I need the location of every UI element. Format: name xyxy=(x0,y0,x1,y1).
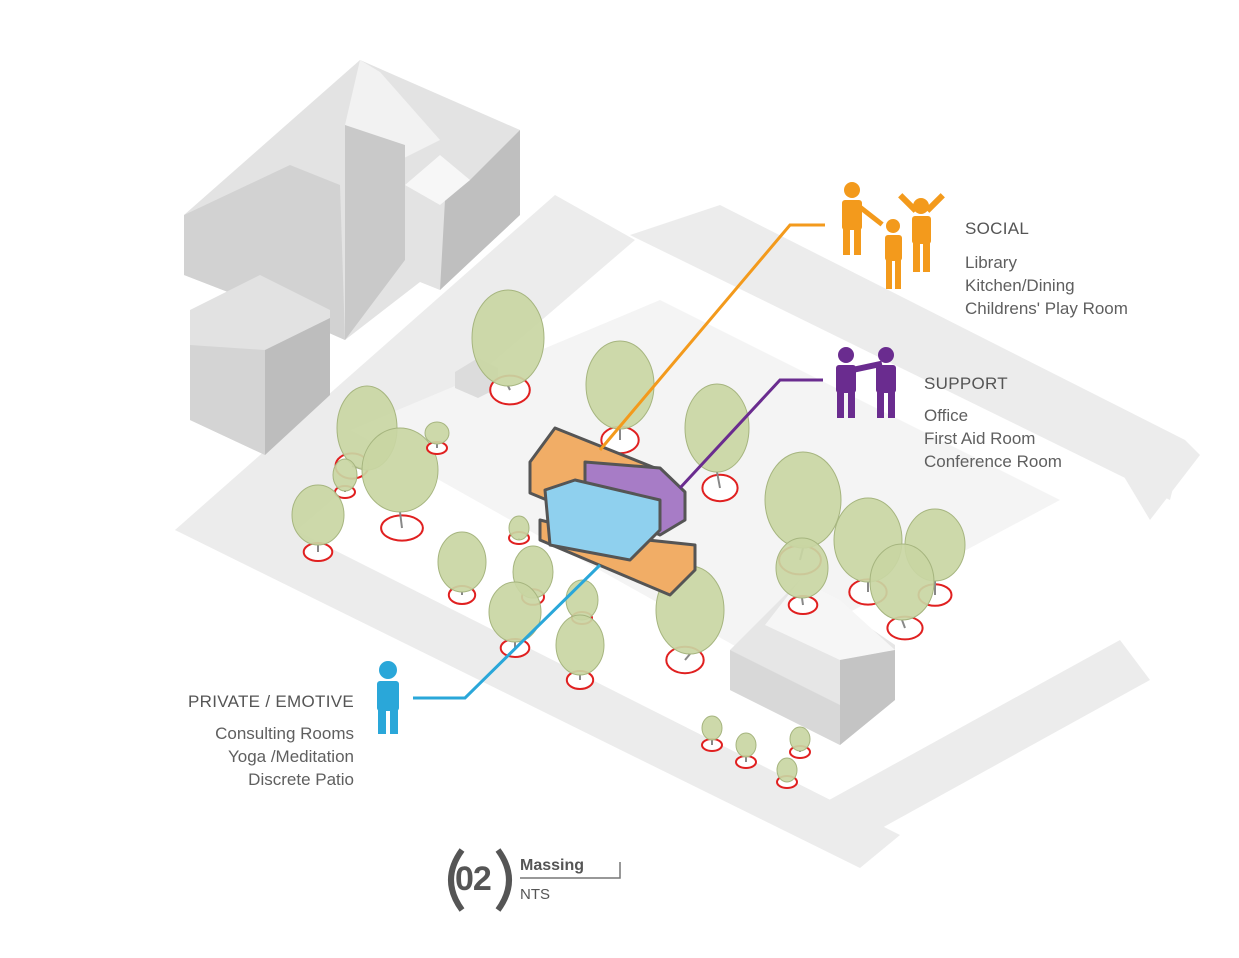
tree-canopy xyxy=(361,427,439,513)
support-item: Conference Room xyxy=(924,452,1062,471)
tree-canopy xyxy=(869,543,935,621)
private-title: PRIVATE / EMOTIVE xyxy=(188,692,354,711)
support-legend: SUPPORT Office First Aid Room Conference… xyxy=(924,374,1062,473)
tree-trunk xyxy=(507,385,511,391)
tree-canopy xyxy=(585,340,655,430)
tree-canopy xyxy=(332,458,358,492)
tree xyxy=(424,421,450,455)
social-leader-line xyxy=(598,223,825,451)
tree-trunk xyxy=(901,619,906,629)
tree-canopy xyxy=(291,484,345,546)
drawing-tag-scale: NTS xyxy=(520,886,550,903)
tree-canopy xyxy=(555,614,605,676)
tree xyxy=(471,289,545,406)
people-pair-icon xyxy=(836,347,896,418)
support-item: Office xyxy=(924,406,969,425)
support-item: First Aid Room xyxy=(924,429,1036,448)
tree xyxy=(789,726,811,759)
tree xyxy=(776,757,798,789)
tree xyxy=(684,383,750,503)
tree-canopy xyxy=(735,732,757,758)
tree-canopy xyxy=(776,757,798,783)
tree xyxy=(291,484,345,562)
tree-canopy xyxy=(508,515,530,541)
tree-canopy xyxy=(471,289,545,387)
support-title: SUPPORT xyxy=(924,374,1008,393)
tree-canopy xyxy=(488,581,542,643)
social-item: Childrens' Play Room xyxy=(965,299,1128,318)
tree-canopy xyxy=(424,421,450,445)
tree-canopy xyxy=(684,383,750,473)
support-leader-line xyxy=(678,378,823,490)
proposed-massing xyxy=(528,426,697,597)
tree xyxy=(508,515,530,545)
leader-lines xyxy=(413,223,825,700)
private-item: Consulting Rooms xyxy=(215,724,354,743)
drawing-tag xyxy=(448,848,621,912)
tree-trunk xyxy=(801,597,804,606)
drawing-tag-number: 02 xyxy=(455,860,492,898)
tag-underline xyxy=(520,862,621,879)
tree xyxy=(775,537,829,615)
tree xyxy=(555,614,605,690)
tree-trunk xyxy=(716,471,721,489)
private-volume xyxy=(543,478,662,562)
private-item: Discrete Patio xyxy=(248,770,354,789)
tree xyxy=(437,531,487,605)
person-icon xyxy=(377,661,399,734)
tree-canopy xyxy=(437,531,487,593)
tree xyxy=(869,543,935,641)
social-item: Kitchen/Dining xyxy=(965,276,1075,295)
private-leader-line xyxy=(413,563,602,700)
tree xyxy=(361,427,439,542)
existing-buildings xyxy=(184,60,895,745)
tree-canopy xyxy=(789,726,811,752)
tree xyxy=(735,732,757,769)
private-legend: PRIVATE / EMOTIVE Consulting Rooms Yoga … xyxy=(150,692,354,791)
social-title: SOCIAL xyxy=(965,219,1030,238)
social-item: Library xyxy=(965,253,1017,272)
tree xyxy=(332,458,358,499)
tree xyxy=(701,715,723,752)
drawing-tag-title: Massing xyxy=(520,857,585,874)
social-legend: SOCIAL Library Kitchen/Dining Childrens'… xyxy=(965,219,1128,320)
people-group-icon xyxy=(842,182,945,289)
tree-canopy xyxy=(701,715,723,741)
tree-trunk xyxy=(684,653,691,661)
tag-bracket-right xyxy=(495,848,512,912)
tree-trunk xyxy=(399,511,403,529)
tag-bracket-left xyxy=(448,848,465,912)
tree-canopy xyxy=(775,537,829,599)
private-item: Yoga /Meditation xyxy=(227,747,354,766)
tree-canopy xyxy=(764,451,842,549)
tree-canopy xyxy=(565,579,599,621)
